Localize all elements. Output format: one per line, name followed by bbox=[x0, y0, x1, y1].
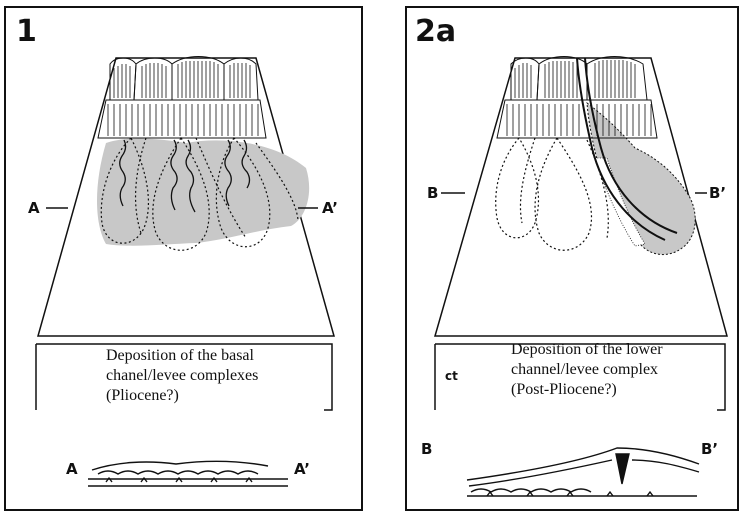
caption-line: (Post-Pliocene?) bbox=[511, 380, 663, 400]
section-a-start-label: A bbox=[28, 201, 40, 216]
caption-line: Deposition of the lower bbox=[511, 340, 663, 360]
panel-1-label: 1 bbox=[16, 17, 37, 47]
panel-1: 1 A A’ Deposition of the basal chanel/le… bbox=[4, 6, 363, 511]
panel-2a: 2a B B’ ct Deposition of the lower chann… bbox=[405, 6, 739, 511]
panel-1-diagram bbox=[6, 8, 361, 509]
caption-line: (Pliocene?) bbox=[106, 386, 258, 406]
fan-lobes bbox=[496, 138, 609, 250]
deposition-shade bbox=[97, 138, 309, 245]
panel-2a-label: 2a bbox=[415, 17, 456, 47]
profile-b-start-label: B bbox=[421, 442, 432, 457]
panel-1-caption: Deposition of the basal chanel/levee com… bbox=[106, 346, 258, 406]
cross-section-b bbox=[467, 448, 699, 496]
section-a-end-label: A’ bbox=[322, 201, 338, 216]
side-mark: ct bbox=[445, 370, 458, 382]
section-b-end-label: B’ bbox=[709, 186, 726, 201]
profile-b-end-label: B’ bbox=[701, 442, 718, 457]
profile-a-end-label: A’ bbox=[294, 462, 310, 477]
panel-2a-diagram bbox=[407, 8, 737, 509]
section-b-start-label: B bbox=[427, 186, 438, 201]
panel-2a-caption: Deposition of the lower channel/levee co… bbox=[511, 340, 663, 400]
caption-line: Deposition of the basal bbox=[106, 346, 258, 366]
caption-line: chanel/levee complexes bbox=[106, 366, 258, 386]
canyon-striations bbox=[108, 61, 258, 136]
cross-section-a bbox=[88, 461, 288, 486]
profile-a-start-label: A bbox=[66, 462, 78, 477]
caption-line: channel/levee complex bbox=[511, 360, 663, 380]
